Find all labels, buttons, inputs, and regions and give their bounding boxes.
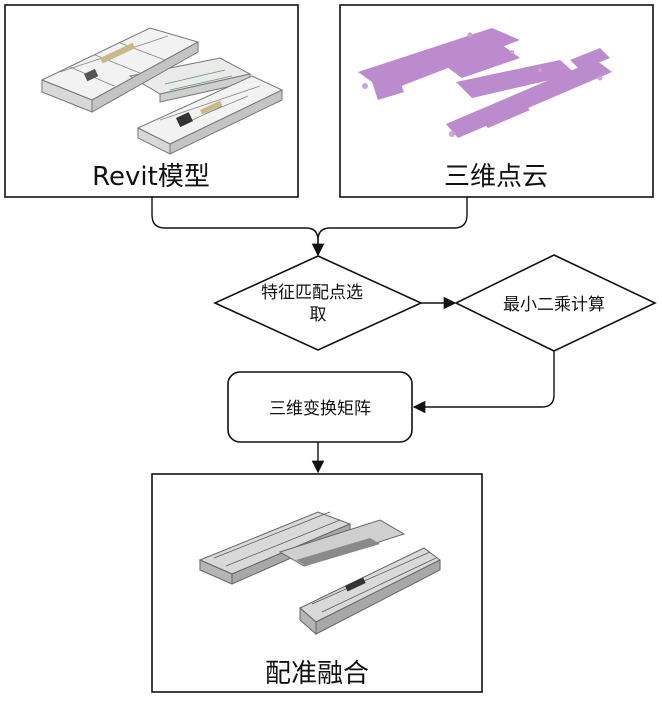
least-squares-decision: 最小二乘计算 (454, 254, 657, 352)
revit-model-box: Revit模型 (4, 4, 299, 198)
point-cloud-label: 三维点云 (444, 162, 548, 192)
least-squares-label: 最小二乘计算 (503, 295, 605, 315)
point-cloud-illustration (358, 28, 612, 138)
registration-building-illustration (198, 511, 441, 636)
revit-building-illustration (40, 27, 284, 155)
feature-points-label-line1: 特征匹配点选 (261, 283, 363, 303)
feature-points-decision: 特征匹配点选 取 (213, 255, 423, 351)
feature-points-label-line2: 取 (310, 305, 327, 325)
point-cloud-box: 三维点云 (339, 4, 654, 198)
transform-matrix-label: 三维变换矩阵 (269, 399, 371, 419)
registration-box: 配准融合 (151, 473, 483, 693)
arrow-leastsquares-to-transform (412, 351, 555, 414)
registration-label: 配准融合 (265, 659, 369, 689)
point-cloud-speckle (362, 32, 603, 137)
transform-matrix-box: 三维变换矩阵 (227, 371, 413, 443)
merge-connector (151, 197, 468, 257)
revit-model-label: Revit模型 (92, 162, 210, 192)
